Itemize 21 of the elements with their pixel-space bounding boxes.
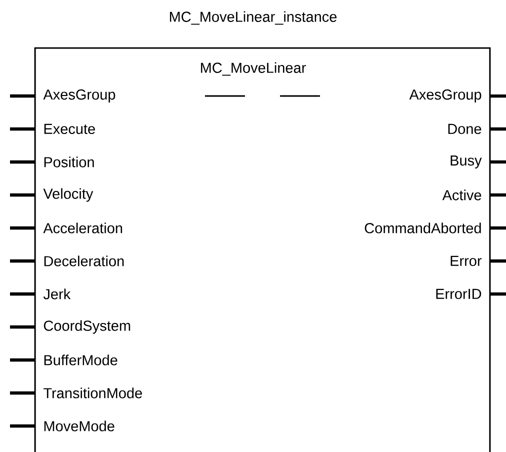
input-pin-label: Deceleration [44,256,124,266]
output-pin-label: AxesGroup [409,89,482,103]
input-pin-label: TransitionMode [44,388,142,398]
output-pin-label: Busy [450,156,482,168]
output-pin-label: Done [448,124,482,134]
input-pin-label: BufferMode [44,354,118,366]
instance-name: MC_MoveLinear_instance [170,11,337,25]
input-pin-label: Velocity [43,188,94,202]
input-pin-label: MoveMode [44,420,114,432]
input-pin-label: Acceleration [43,222,122,234]
input-pin-label: Position [44,156,94,168]
input-pin-label: CoordSystem [44,320,130,334]
input-pin-label: AxesGroup [43,89,116,103]
output-pin-label: ErrorID [436,288,482,300]
block-type-name: MC_MoveLinear [201,62,306,76]
function-block [34,47,491,452]
input-pin-label: Jerk [43,288,71,300]
input-pin-label: Execute [44,124,95,134]
output-pin-label: Error [450,256,482,266]
output-pin-label: Active [442,190,482,200]
output-pin-label: CommandAborted [364,222,481,234]
